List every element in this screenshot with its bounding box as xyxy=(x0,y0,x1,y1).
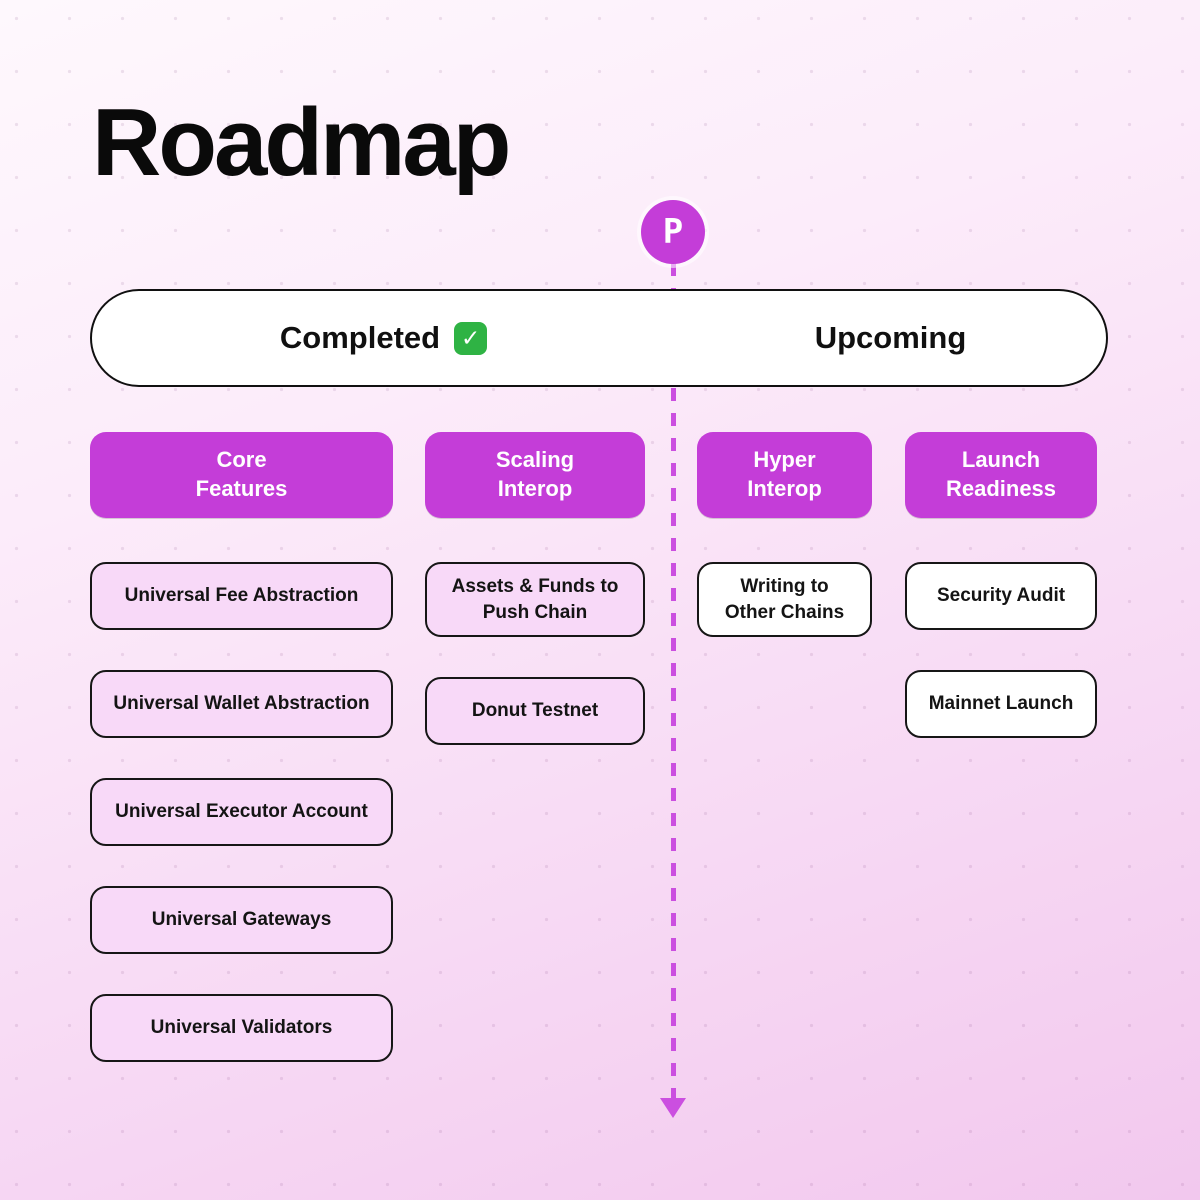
roadmap-item-label: Universal Executor Account xyxy=(115,801,368,823)
column-launch-readiness: Launch Readiness Security Audit Mainnet … xyxy=(905,432,1097,778)
roadmap-item: Mainnet Launch xyxy=(905,670,1097,738)
column-header-label: Scaling Interop xyxy=(495,447,575,501)
upcoming-label: Upcoming xyxy=(814,320,967,355)
roadmap-item-label: Universal Gateways xyxy=(151,909,332,931)
check-icon: ✓ xyxy=(454,321,488,355)
column-header-label: Core Features xyxy=(195,447,288,501)
push-logo: P xyxy=(641,200,705,264)
column-header: Hyper Interop xyxy=(697,432,872,518)
roadmap-item: Universal Wallet Abstraction xyxy=(90,670,393,738)
column-header-label: Hyper Interop xyxy=(747,447,822,501)
roadmap-item: Writing to Other Chains xyxy=(697,562,872,638)
column-hyper-interop: Hyper Interop Writing to Other Chains xyxy=(697,432,872,677)
column-header: Scaling Interop xyxy=(425,432,645,518)
roadmap-item-label: Security Audit xyxy=(936,585,1066,607)
upcoming-section-header: Upcoming xyxy=(675,291,1106,385)
column-scaling-interop: Scaling Interop Assets & Funds to Push C… xyxy=(425,432,645,785)
timeline-dashed-line xyxy=(671,238,676,1100)
roadmap-item-label: Donut Testnet xyxy=(471,700,599,722)
status-banner: Completed ✓ Upcoming xyxy=(90,289,1108,387)
roadmap-item-label: Writing to Other Chains xyxy=(724,576,845,623)
column-core-features: Core Features Universal Fee Abstraction … xyxy=(90,432,393,1102)
roadmap-item-label: Universal Validators xyxy=(150,1017,333,1039)
completed-section-header: Completed ✓ xyxy=(92,291,675,385)
arrow-down-icon xyxy=(660,1098,686,1118)
column-header-label: Launch Readiness xyxy=(945,447,1057,501)
roadmap-item: Assets & Funds to Push Chain xyxy=(425,562,645,638)
page-title: Roadmap xyxy=(92,89,511,196)
roadmap-item: Universal Executor Account xyxy=(90,778,393,846)
roadmap-item: Universal Gateways xyxy=(90,886,393,954)
roadmap-item-label: Universal Wallet Abstraction xyxy=(113,693,370,715)
roadmap-item-label: Universal Fee Abstraction xyxy=(124,585,359,607)
completed-label: Completed xyxy=(279,320,441,355)
column-header: Core Features xyxy=(90,432,393,518)
roadmap-item: Security Audit xyxy=(905,562,1097,630)
roadmap-item-label: Mainnet Launch xyxy=(928,693,1074,715)
roadmap-item: Universal Fee Abstraction xyxy=(90,562,393,630)
push-logo-icon: P xyxy=(662,212,684,252)
column-header: Launch Readiness xyxy=(905,432,1097,518)
roadmap-item-label: Assets & Funds to Push Chain xyxy=(451,576,619,623)
roadmap-item: Donut Testnet xyxy=(425,677,645,746)
roadmap-item: Universal Validators xyxy=(90,994,393,1062)
